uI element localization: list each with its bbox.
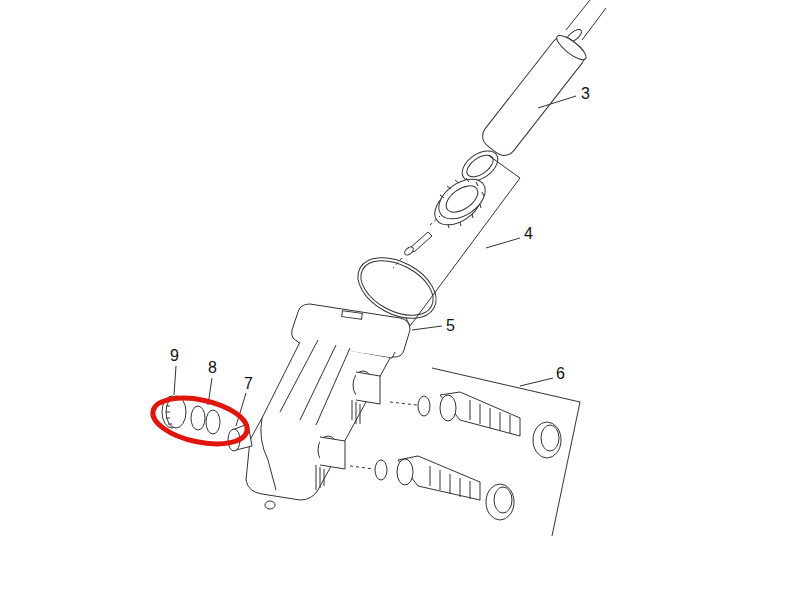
group-bracket [432, 368, 580, 536]
callout-number: 5 [446, 318, 455, 334]
callout-number: 4 [524, 226, 533, 242]
housing [246, 304, 410, 509]
callout-number: 8 [208, 360, 217, 376]
callout-number: 7 [244, 376, 253, 392]
callout-number: 9 [170, 348, 179, 364]
union-nut [428, 171, 493, 233]
callout-number: 6 [556, 366, 565, 382]
group-bracket [410, 155, 520, 326]
highlight-ring [149, 390, 252, 451]
leader-line [174, 96, 576, 426]
screw [403, 232, 432, 257]
hose-fitting [375, 392, 561, 520]
lamp-tube [564, 0, 606, 45]
callout-number: 3 [581, 86, 590, 102]
quartz-sleeve [478, 32, 589, 161]
